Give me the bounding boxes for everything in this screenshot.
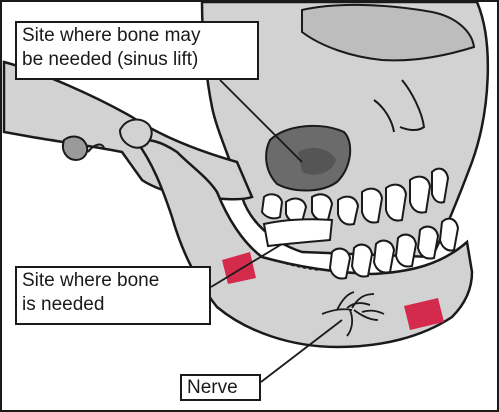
nerve-label: Nerve bbox=[180, 374, 261, 401]
ear-canal bbox=[63, 137, 87, 160]
bone-needed-label-line-2: is needed bbox=[22, 293, 204, 317]
nerve-label-text: Nerve bbox=[187, 376, 254, 400]
bone-needed-label: Site where bone is needed bbox=[15, 266, 211, 325]
sinus-lift-label: Site where bone may be needed (sinus lif… bbox=[15, 21, 259, 80]
sinus-lift-label-line-2: be needed (sinus lift) bbox=[22, 48, 252, 72]
sinus-lift-label-line-1: Site where bone may bbox=[22, 24, 252, 48]
bone-needed-label-line-1: Site where bone bbox=[22, 269, 204, 293]
